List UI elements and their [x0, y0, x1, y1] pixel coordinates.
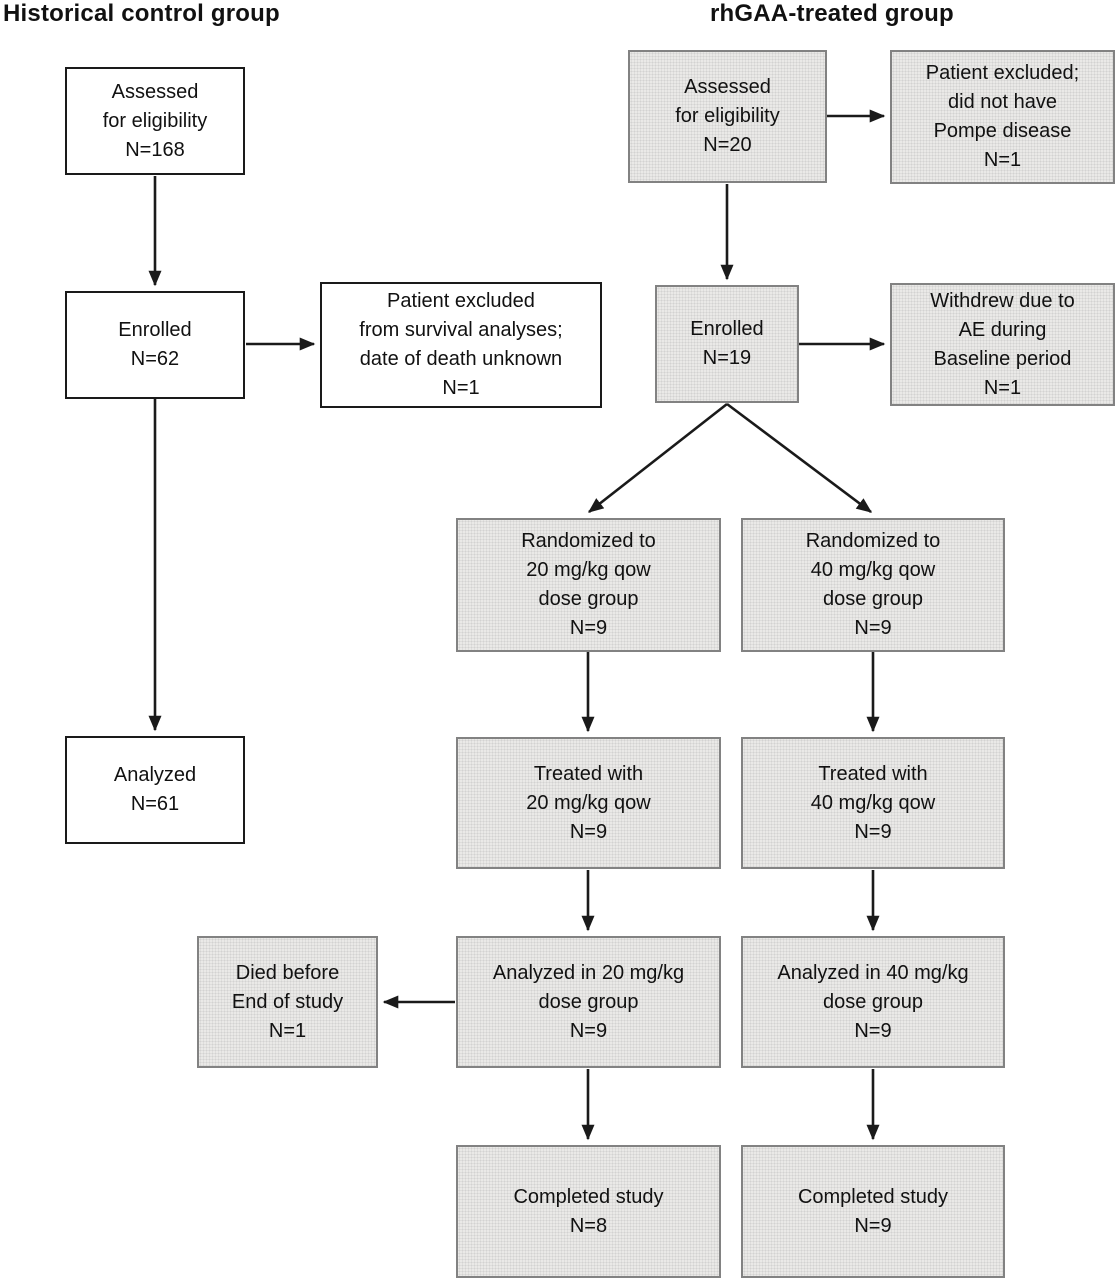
box-treated-40: Treated with 40 mg/kg qow N=9 [741, 737, 1005, 869]
box-control-enrolled: Enrolled N=62 [65, 291, 245, 399]
box-completed-20: Completed study N=8 [456, 1145, 721, 1278]
box-control-analyzed: Analyzed N=61 [65, 736, 245, 844]
box-died-before-end: Died before End of study N=1 [197, 936, 378, 1068]
box-treated-enrolled: Enrolled N=19 [655, 285, 799, 403]
box-control-assessed: Assessed for eligibility N=168 [65, 67, 245, 175]
box-analyzed-40: Analyzed in 40 mg/kg dose group N=9 [741, 936, 1005, 1068]
box-treated-withdrew: Withdrew due to AE during Baseline perio… [890, 283, 1115, 406]
box-randomized-20: Randomized to 20 mg/kg qow dose group N=… [456, 518, 721, 652]
rhgaa-treated-group-title: rhGAA-treated group [710, 0, 954, 27]
arrow-enrolled-to-randomized-40 [726, 402, 873, 514]
arrow-enrolled-to-randomized-20 [587, 402, 728, 514]
historical-control-group-title: Historical control group [3, 0, 280, 27]
box-treated-excluded-pompe: Patient excluded; did not have Pompe dis… [890, 50, 1115, 184]
box-randomized-40: Randomized to 40 mg/kg qow dose group N=… [741, 518, 1005, 652]
box-treated-20: Treated with 20 mg/kg qow N=9 [456, 737, 721, 869]
box-completed-40: Completed study N=9 [741, 1145, 1005, 1278]
box-analyzed-20: Analyzed in 20 mg/kg dose group N=9 [456, 936, 721, 1068]
box-control-excluded-survival: Patient excluded from survival analyses;… [320, 282, 602, 408]
box-treated-assessed: Assessed for eligibility N=20 [628, 50, 827, 183]
